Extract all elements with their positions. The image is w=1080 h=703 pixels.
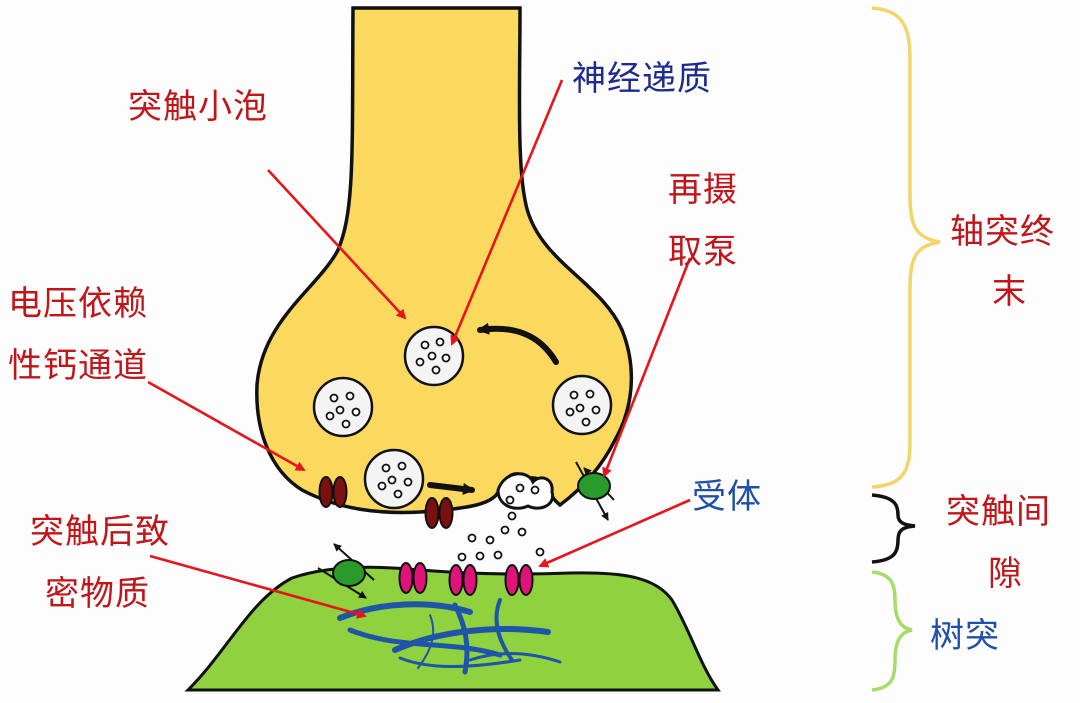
label-neurotransmitter: 神经递质 xyxy=(572,55,712,103)
label-dendrite: 树突 xyxy=(930,612,1000,660)
label-axon-terminal-1: 轴突终 xyxy=(950,208,1055,256)
label-ca-channel-2: 性钙通道 xyxy=(8,342,148,390)
label-receptor: 受体 xyxy=(692,473,762,521)
dendrite-brace xyxy=(872,572,912,690)
label-synaptic-cleft-2: 隙 xyxy=(988,550,1023,598)
receptors xyxy=(400,563,533,595)
label-axon-terminal-2: 末 xyxy=(992,268,1027,316)
axon-terminal-brace xyxy=(872,8,940,487)
synaptic-cleft-brace xyxy=(872,495,915,562)
label-reuptake-pump-2: 取泵 xyxy=(668,228,738,276)
label-reuptake-pump-1: 再摄 xyxy=(668,166,738,214)
label-synaptic-vesicle: 突触小泡 xyxy=(128,83,268,131)
label-ca-channel-1: 电压依赖 xyxy=(8,280,148,328)
exocytosis-pocket xyxy=(498,474,553,508)
label-postsynaptic-density-1: 突触后致 xyxy=(30,508,170,556)
label-synaptic-cleft-1: 突触间 xyxy=(946,488,1051,536)
label-postsynaptic-density-2: 密物质 xyxy=(45,570,150,618)
